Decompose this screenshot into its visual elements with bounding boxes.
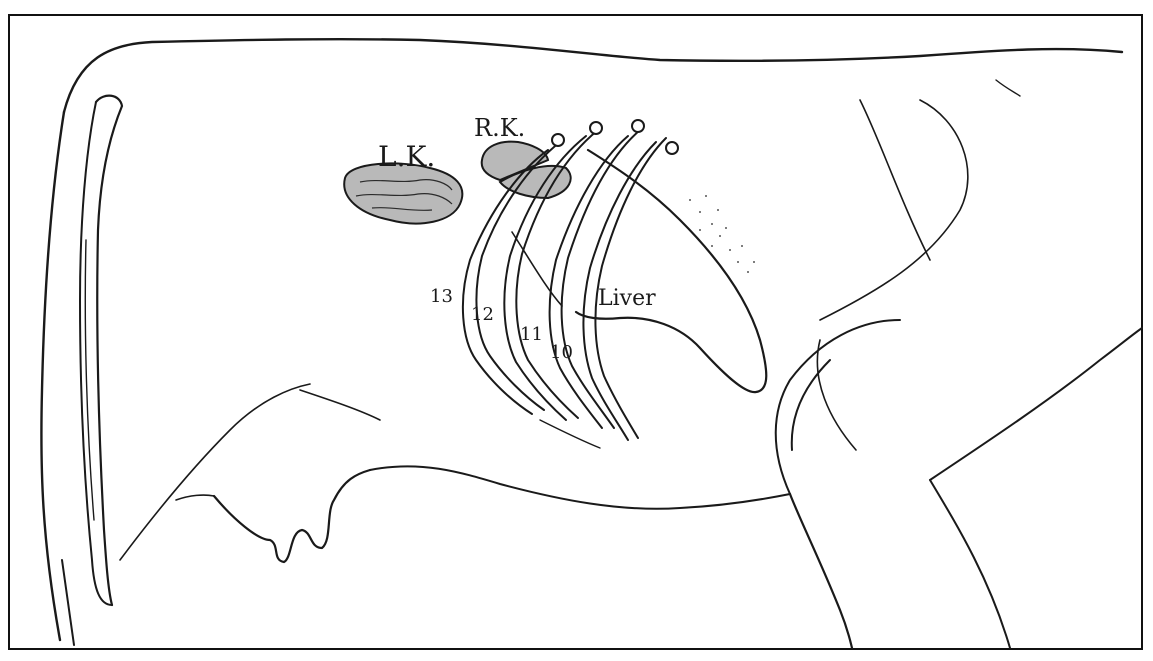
rib-10-label: 10 [550, 342, 573, 363]
rib-12-label: 12 [471, 304, 494, 325]
left-kidney-label: L.K. [378, 140, 435, 173]
rib-13-label: 13 [430, 286, 453, 307]
rib-11-label: 11 [520, 324, 543, 345]
liver [576, 150, 766, 392]
liver-label: Liver [598, 286, 656, 311]
right-kidney-label: R.K. [474, 114, 525, 142]
